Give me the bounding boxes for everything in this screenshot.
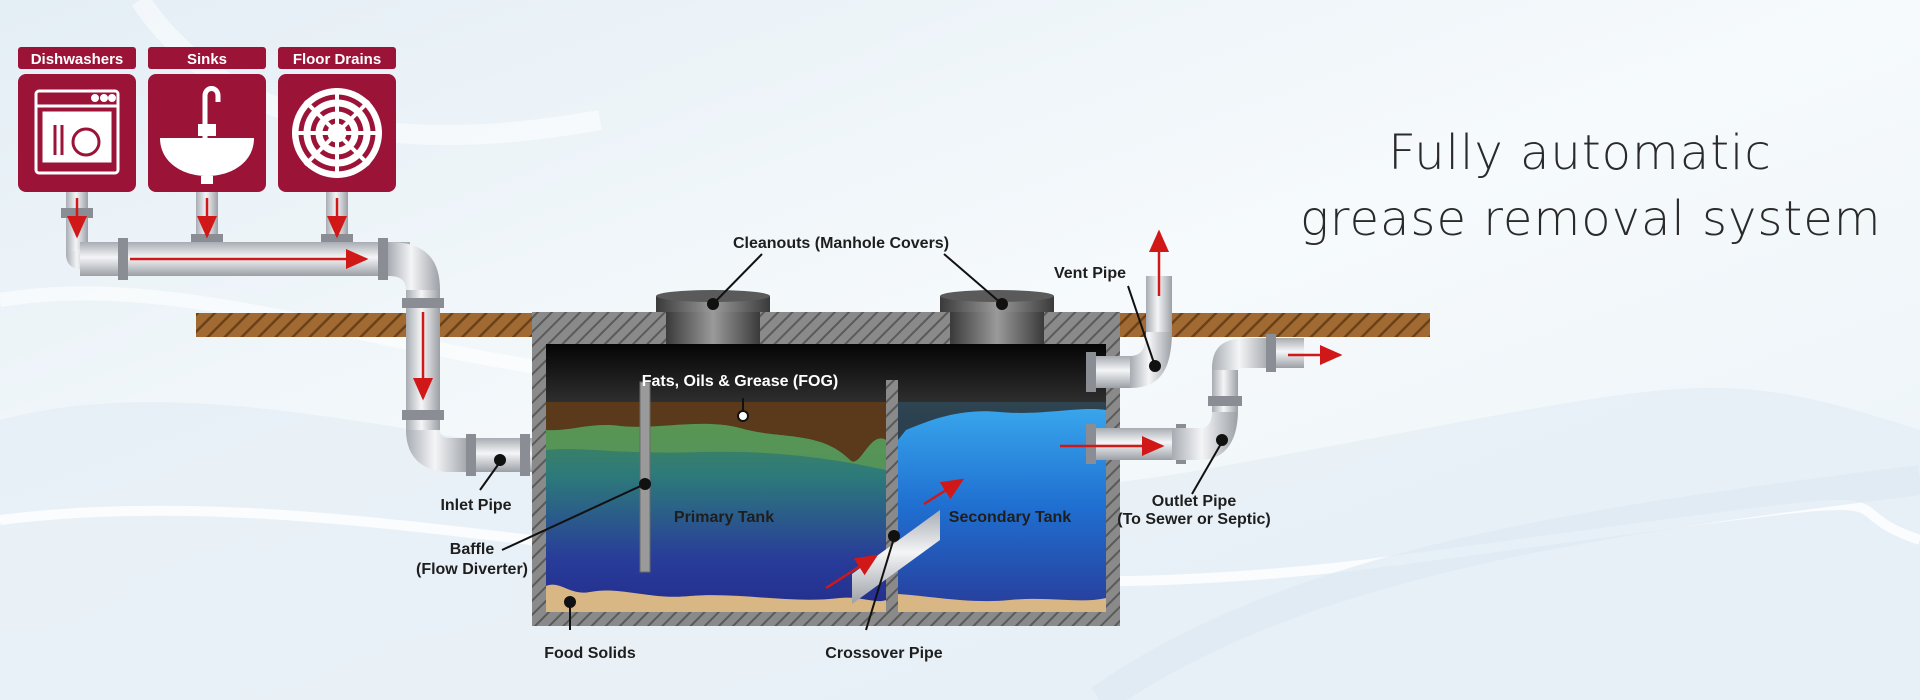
callout-lines xyxy=(479,253,1228,631)
secondary-tank-label: Secondary Tank xyxy=(949,509,1072,526)
food-solids-deposit xyxy=(546,584,886,612)
inlet-piping xyxy=(61,192,603,476)
floor-drain-icon xyxy=(292,88,382,178)
sinks-label: Sinks xyxy=(187,51,227,68)
baffle-label: Baffle xyxy=(450,541,495,558)
vent-pipe-label: Vent Pipe xyxy=(1054,265,1126,282)
baffle xyxy=(639,381,651,573)
source-sinks: Sinks xyxy=(148,47,266,192)
manhole-cover-2 xyxy=(940,290,1054,344)
grease-trap-tank xyxy=(532,290,1120,626)
sinks-tab xyxy=(148,47,266,69)
source-floor-drains: Floor Drains xyxy=(278,47,396,192)
inlet-pipe-label: Inlet Pipe xyxy=(440,497,511,514)
title-line-1: Fully automatic xyxy=(1388,125,1772,181)
food-solids-label: Food Solids xyxy=(544,645,636,662)
floor-drains-label: Floor Drains xyxy=(293,51,381,68)
dishwashers-tab xyxy=(18,47,136,69)
cleanouts-label: Cleanouts (Manhole Covers) xyxy=(733,235,949,252)
outlet-pipe xyxy=(1060,334,1343,464)
crossover-pipe xyxy=(825,478,965,604)
fog-label: Fats, Oils & Grease (FOG) xyxy=(642,373,839,390)
sink-icon xyxy=(160,86,254,184)
crossover-pipe-label: Crossover Pipe xyxy=(825,645,942,662)
dishwashers-label: Dishwashers xyxy=(31,51,124,68)
primary-tank-label: Primary Tank xyxy=(674,509,774,526)
dishwasher-icon xyxy=(34,89,120,175)
secondary-chamber xyxy=(898,402,1106,612)
title-line-2: grease removal system xyxy=(1300,191,1882,247)
page-title: Fully automatic grease removal system xyxy=(1300,120,1882,252)
outlet-pipe-sublabel: (To Sewer or Septic) xyxy=(1117,511,1271,528)
vent-pipe xyxy=(1086,229,1172,392)
floor-drains-tab xyxy=(278,47,396,69)
source-dishwashers: Dishwashers xyxy=(18,47,136,192)
fog-layer xyxy=(546,402,886,462)
baffle-sublabel: (Flow Diverter) xyxy=(416,561,528,578)
outlet-pipe-label: Outlet Pipe xyxy=(1152,493,1237,510)
tank-headspace xyxy=(546,344,1106,402)
